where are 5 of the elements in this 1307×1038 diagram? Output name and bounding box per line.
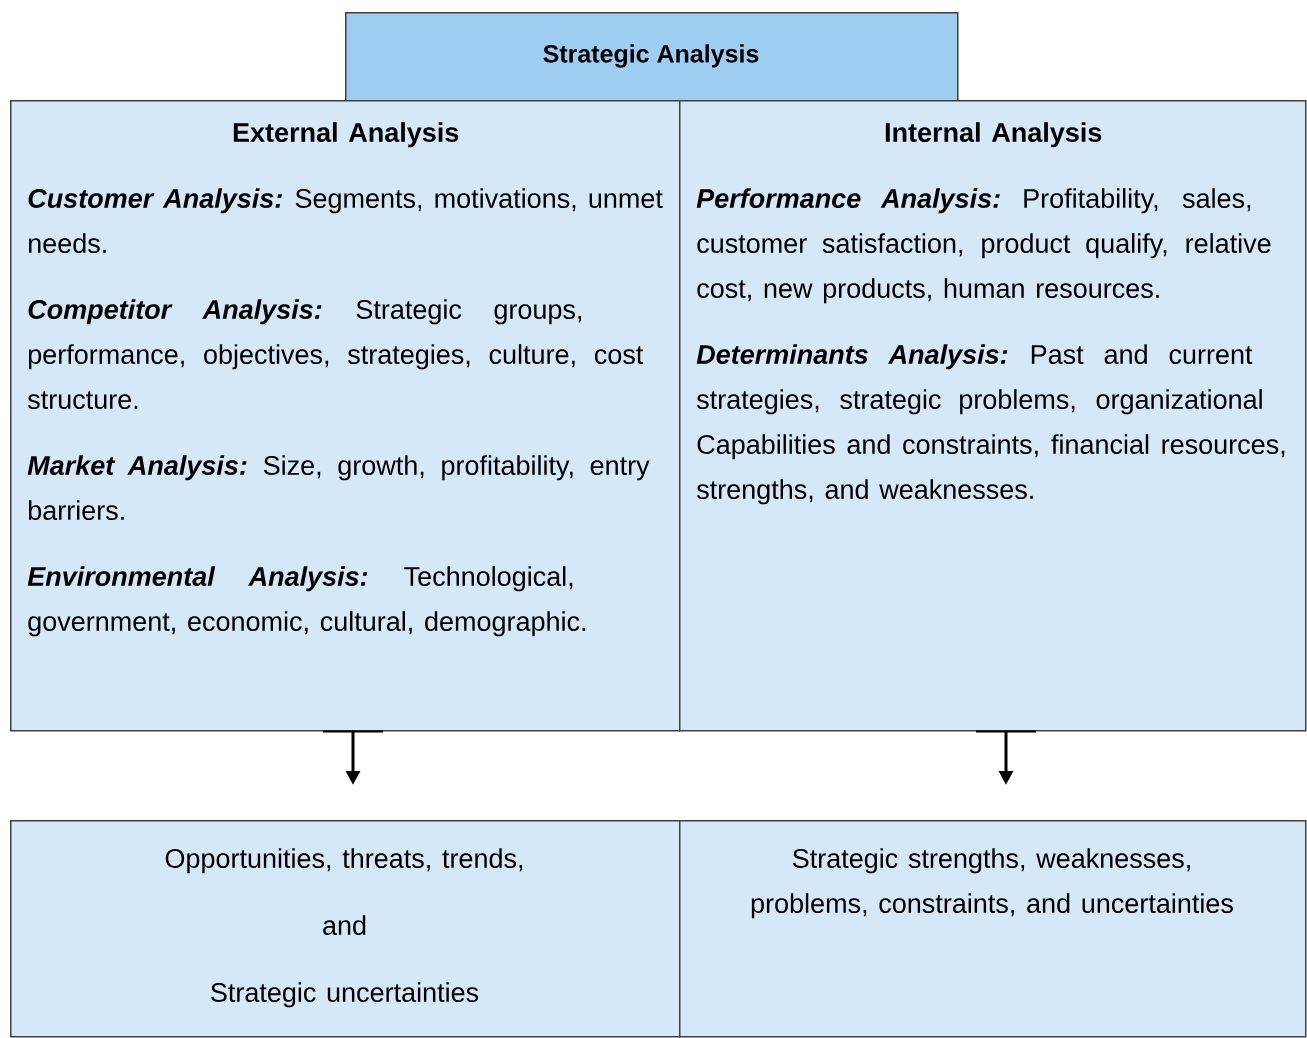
analysis-panel: External Analysis Customer Analysis: Segments, motivations, unmet needs. Competitor Analysis: Strategic groups, performance, objectives, strategies, culture, cost structure. Market Analysis: Size, growth, profitability, entry barriers. Environmental Analysis: Technological, government, economic, cultural, demographic. [10, 100, 681, 732]
result-box: Strategic strengths, weaknesses, problems, constraints, and uncertainties [679, 820, 1307, 1038]
title-tab: Strategic Analysis [345, 12, 959, 102]
analysis-panel: Internal Analysis Performance Analysis: Profitability, sales, customer satisfaction, product qualify, relative cost, new products, human resources. Determinants Analysis: Past and current strategies, strategic problems, organizational Capabilities and constraints, financial resources, strengths, and weaknesses. [679, 100, 1307, 732]
result-box: Opportunities, threats, trends, and Strategic uncertainties [10, 820, 681, 1038]
